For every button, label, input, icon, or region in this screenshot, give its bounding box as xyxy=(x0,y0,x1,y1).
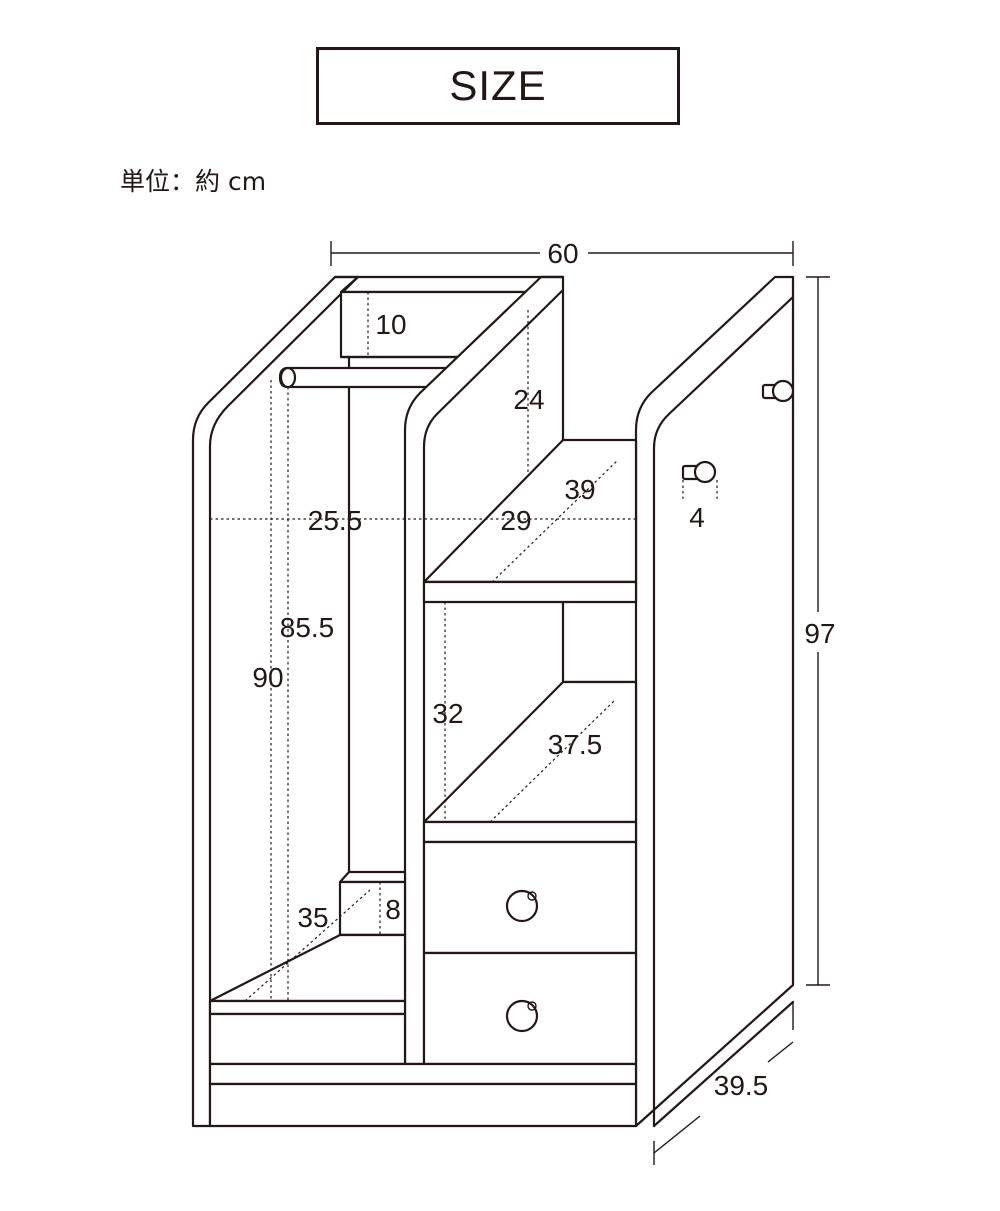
size-title: SIZE xyxy=(449,62,547,109)
label-upper-shelf-height: 24 xyxy=(513,384,544,415)
label-bottom-depth: 35 xyxy=(297,902,328,933)
label-inner-height-short: 85.5 xyxy=(280,612,335,643)
hook-upper xyxy=(761,379,795,403)
label-middle-shelf-height: 32 xyxy=(432,698,463,729)
upper-shelf xyxy=(422,438,638,604)
label-shelf-diagonal-lower: 37.5 xyxy=(548,729,603,760)
dotted-guides xyxy=(210,292,718,1002)
middle-divider-panel xyxy=(403,275,565,1066)
right-side-panel xyxy=(634,275,795,1128)
unit-note: 単位：約 cm xyxy=(120,167,267,196)
label-width: 60 xyxy=(547,238,578,269)
size-title-box: SIZE xyxy=(316,47,680,125)
label-knob-offset: 4 xyxy=(689,502,705,533)
base-plinth xyxy=(208,1062,638,1128)
hanging-rod xyxy=(278,366,452,389)
middle-back-panel xyxy=(561,600,638,684)
label-shelf-diagonal-upper: 39 xyxy=(564,474,595,505)
height-dimension xyxy=(806,276,830,986)
wardrobe-floor xyxy=(208,933,407,1066)
label-top-box-height: 10 xyxy=(375,309,406,340)
label-depth: 39.5 xyxy=(714,1070,769,1101)
label-height-total: 97 xyxy=(804,618,835,649)
label-shelf-width: 29 xyxy=(500,505,531,536)
label-bottom-step-height: 8 xyxy=(385,894,401,925)
depth-dimension xyxy=(653,1002,794,1165)
lower-shelf xyxy=(422,680,638,844)
label-hanging-width: 25.5 xyxy=(308,505,363,536)
hook-lower xyxy=(681,460,717,484)
drawer-lower xyxy=(422,951,638,1066)
label-inner-height: 90 xyxy=(252,662,283,693)
drawer-upper xyxy=(422,840,638,955)
bottom-step xyxy=(338,870,407,937)
width-dimension xyxy=(330,241,794,266)
